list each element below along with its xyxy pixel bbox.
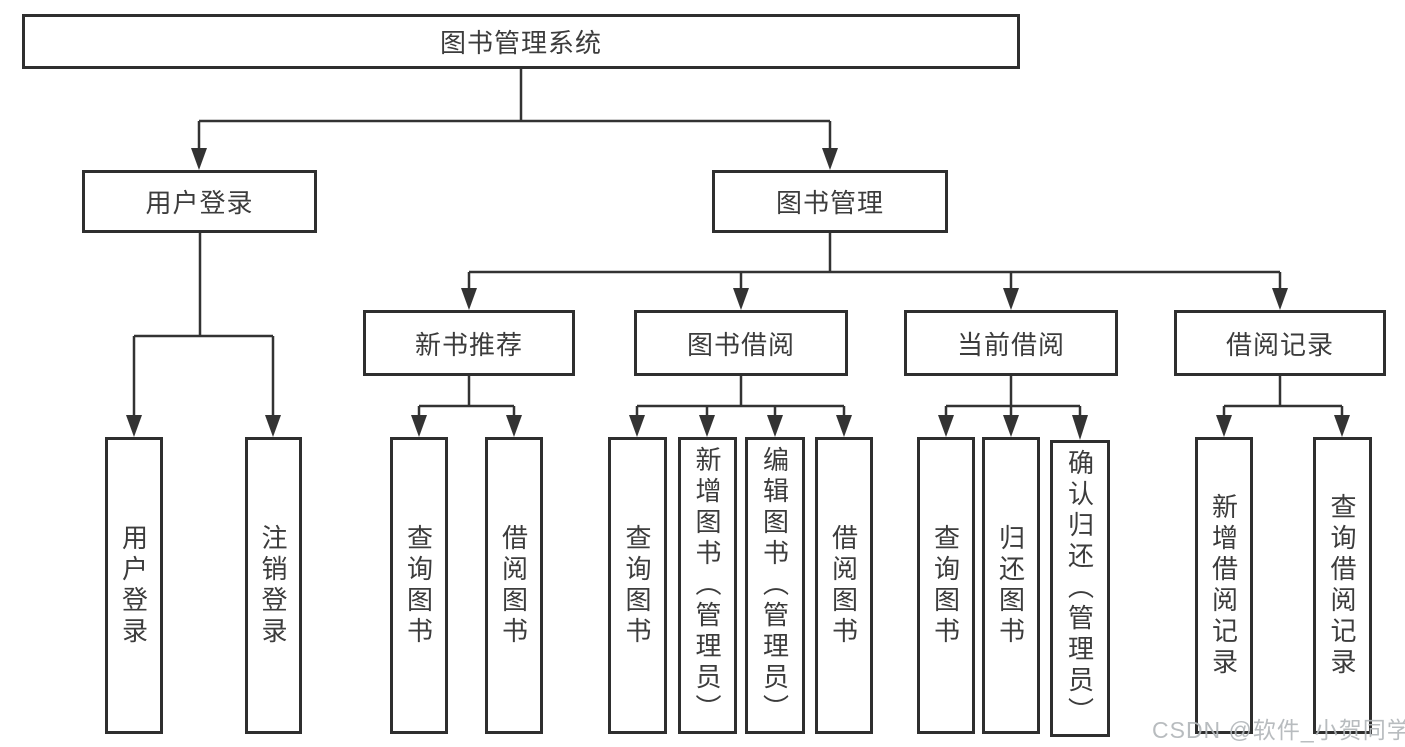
- leaf-label: 编辑图书（管理员）: [759, 446, 790, 725]
- leaf-label: 用户登录: [118, 523, 149, 648]
- leaf-label: 新增借阅记录: [1208, 492, 1239, 679]
- leaf-query-books-recommend: 查询图书: [390, 437, 448, 734]
- node-label: 图书管理: [775, 188, 884, 218]
- leaf-add-borrow-record: 新增借阅记录: [1195, 437, 1253, 734]
- leaf-label: 注销登录: [258, 523, 288, 648]
- node-user-login: 用户登录: [82, 170, 317, 233]
- node-library-management-system: 图书管理系统: [22, 14, 1020, 69]
- leaf-label: 借阅图书: [828, 523, 859, 648]
- node-label: 用户登录: [145, 188, 254, 218]
- csdn-watermark: CSDN @软件_小贺同学: [1152, 717, 1405, 743]
- leaf-label: 新增图书（管理员）: [692, 446, 722, 725]
- node-label: 借阅记录: [1225, 329, 1334, 360]
- leaf-label: 查询图书: [930, 523, 961, 648]
- node-book-management: 图书管理: [712, 170, 948, 233]
- leaf-logout: 注销登录: [245, 437, 302, 734]
- leaf-label: 借阅图书: [498, 523, 529, 648]
- node-label: 图书管理系统: [439, 28, 602, 58]
- node-borrow-records: 借阅记录: [1174, 310, 1386, 376]
- leaf-query-borrow-record: 查询借阅记录: [1313, 437, 1372, 734]
- leaf-label: 查询图书: [622, 523, 652, 648]
- leaf-borrow-books: 借阅图书: [815, 437, 873, 734]
- leaf-borrow-books-recommend: 借阅图书: [485, 437, 543, 734]
- node-new-book-recommend: 新书推荐: [363, 310, 575, 376]
- leaf-confirm-return-admin: 确认归还（管理员）: [1050, 440, 1110, 737]
- node-label: 当前借阅: [956, 329, 1065, 360]
- arrowhead-icons: [126, 148, 1350, 440]
- leaf-query-books-borrow: 查询图书: [608, 437, 667, 734]
- node-current-borrow: 当前借阅: [904, 310, 1118, 376]
- leaf-add-books-admin: 新增图书（管理员）: [678, 437, 737, 734]
- node-book-borrow: 图书借阅: [634, 310, 848, 376]
- leaf-label: 查询借阅记录: [1327, 492, 1357, 679]
- leaf-label: 归还图书: [995, 523, 1026, 648]
- leaf-return-books: 归还图书: [982, 437, 1040, 734]
- node-label: 图书借阅: [686, 329, 795, 360]
- leaf-label: 确认归还（管理员）: [1064, 449, 1095, 728]
- leaf-label: 查询图书: [403, 523, 434, 648]
- node-label: 新书推荐: [414, 329, 523, 360]
- leaf-user-login: 用户登录: [105, 437, 163, 734]
- leaf-edit-books-admin: 编辑图书（管理员）: [745, 437, 805, 734]
- leaf-query-books-current: 查询图书: [917, 437, 975, 734]
